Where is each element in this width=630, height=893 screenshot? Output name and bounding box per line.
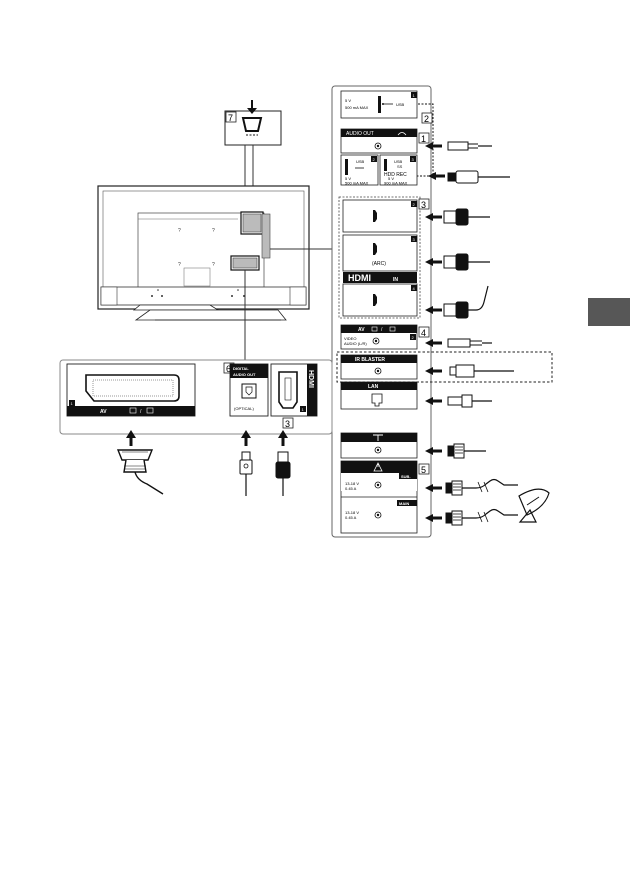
callout-2: 2 (424, 114, 429, 124)
page-tab (588, 298, 630, 326)
callout-4: 4 (421, 328, 426, 338)
lan-port: LAN (340, 381, 418, 410)
antenna-icon (373, 434, 383, 441)
ir-blaster-icon (374, 367, 382, 375)
sat-spec2-v: 13-18 V (345, 510, 359, 515)
satellite-dish-icon (518, 488, 550, 523)
av-label: AV (358, 327, 365, 333)
usb1-badge: 1 (413, 93, 416, 98)
svg-text:/: / (140, 409, 142, 415)
usb-1-port: 1 5 V 500 mA MAX USB (340, 90, 418, 119)
power-socket-inset: 7 (224, 100, 282, 212)
usb3-label: USB (394, 159, 403, 164)
scart-badge: 1 (71, 401, 74, 406)
usb2-spec-ma: 500 mA MAX (345, 181, 369, 186)
lan-icon (371, 393, 383, 407)
hdmi-in-label: IN (393, 277, 398, 283)
bottom-cables (116, 430, 291, 496)
scart-icon (85, 374, 180, 402)
antenna-port (340, 432, 418, 459)
bottom-port-panel: 6 1 AV / DIGITAL AUDIO OUT (59, 359, 333, 435)
satellite-icon (373, 462, 383, 472)
usb3-sub: HDD REC (384, 172, 407, 178)
sat-main-label: MAIN (399, 501, 409, 506)
digital-label-2: AUDIO OUT (233, 372, 256, 377)
hdmi-arc-label: (ARC) (372, 261, 386, 267)
sat-sub-label: SUB. (401, 474, 411, 479)
svg-text:?: ? (178, 228, 181, 234)
hdmi1-logo: HDMI (307, 370, 314, 388)
sat-spec2-a: 0.45 A (345, 515, 357, 520)
hdmi-4-port: 4 (342, 283, 418, 317)
usb2-label: USB (356, 159, 365, 164)
hdmi-icon (278, 371, 298, 409)
hdmi-3-port: 3 (ARC) (342, 234, 418, 272)
ir-blaster-port: IR BLASTER (340, 354, 418, 380)
power-socket-icon (241, 117, 263, 136)
sat-spec1-a: 0.45 A (345, 486, 357, 491)
scart-label: AV (100, 409, 107, 415)
usb1-spec-v: 5 V (345, 98, 351, 103)
hdmi1-badge: 1 (302, 407, 305, 412)
callout-3: 3 (421, 200, 426, 210)
digital-audio-out-port: DIGITAL AUDIO OUT (OPTICAL) (229, 363, 269, 417)
hdmi2-badge: 2 (413, 202, 416, 207)
callout-7: 7 (228, 113, 233, 123)
ir-label: IR BLASTER (355, 357, 385, 363)
hdmi-1-port: HDMI 1 (270, 363, 318, 417)
hdmi-logo: HDMI (348, 273, 371, 283)
av-audio-label: AUDIO (L/R) (344, 341, 367, 346)
callout-1: 1 (421, 134, 426, 144)
callout-5: 5 (421, 465, 426, 475)
av-input-icon: / (371, 326, 396, 333)
av-video-label: VIDEO (344, 336, 356, 341)
side-port-panel: 1 5 V 500 mA MAX USB AUDIO OUT 1 (331, 85, 553, 538)
av-badge: 2 (412, 335, 415, 340)
svg-text:?: ? (212, 228, 215, 234)
lan-label: LAN (368, 384, 379, 390)
usb-3-port: 3 USB SS HDD REC 5 V 900 mA MAX (379, 154, 418, 186)
usb-icon (382, 103, 393, 105)
svg-text:SS: SS (397, 164, 403, 169)
svg-text:/: / (381, 327, 383, 333)
hdmi-logo-bar: HDMI IN (343, 272, 417, 283)
audio-out-port: AUDIO OUT (340, 128, 418, 154)
satellite-ports: SUB. 13-18 V 0.45 A MAIN 13-18 V 0.45 A (340, 460, 418, 534)
callout-3-bottom: 3 (285, 419, 290, 429)
sat-spec1-v: 13-18 V (345, 481, 359, 486)
av-input-port: AV / 2 VIDEO AUDIO (L/R) (340, 324, 418, 350)
tv-back: ?? ?? (97, 185, 332, 360)
callout-6: 6 (226, 364, 231, 374)
optical-icon (241, 383, 257, 399)
usb-2-port: 2 USB 5 V 500 mA MAX (340, 154, 379, 186)
scart-port: 1 AV / (66, 363, 196, 417)
usb1-label: USB (396, 102, 405, 107)
usb1-spec-ma: 500 mA MAX (345, 105, 369, 110)
usb3-spec-ma: 900 mA MAX (384, 181, 408, 186)
power-arrow (247, 100, 257, 114)
hdmi3-badge: 3 (413, 237, 416, 242)
digital-label-1: DIGITAL (233, 366, 249, 371)
svg-text:?: ? (212, 262, 215, 268)
audio-out-label: AUDIO OUT (346, 131, 374, 137)
headphone-icon (397, 132, 407, 136)
usb2-spec-v: 5 V (345, 176, 351, 181)
svg-text:?: ? (178, 262, 181, 268)
right-cables (425, 141, 550, 526)
usb3-badge: 3 (412, 157, 415, 162)
usb2-badge: 2 (373, 157, 376, 162)
hdmi4-badge: 4 (413, 286, 416, 291)
usb3-spec-v: 5 V (388, 176, 394, 181)
hdmi-2-port: 2 (342, 199, 418, 233)
digital-label-3: (OPTICAL) (234, 406, 254, 411)
